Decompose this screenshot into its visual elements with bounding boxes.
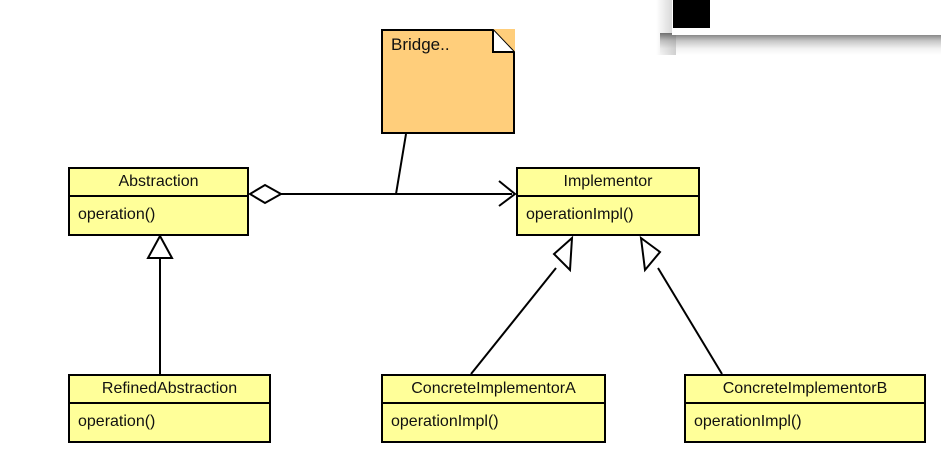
class-member-implementor: operationImpl() <box>526 206 634 223</box>
class-member-concrete-implementor-a: operationImpl() <box>391 413 499 430</box>
class-name-abstraction: Abstraction <box>70 169 247 197</box>
uml-note-bridge[interactable]: Bridge.. <box>381 29 515 134</box>
class-member-concrete-implementor-b: operationImpl() <box>694 413 802 430</box>
class-name-refined-abstraction: RefinedAbstraction <box>70 376 269 404</box>
class-member-abstraction: operation() <box>78 206 156 223</box>
generalization-triangle-icon-impl-a <box>552 235 574 273</box>
note-shape-icon <box>381 29 515 134</box>
class-name-concrete-implementor-a: ConcreteImplementorA <box>383 376 604 404</box>
generalization-triangle-icon-abstraction <box>146 233 174 259</box>
aggregation-diamond-icon <box>248 183 284 205</box>
uml-class-concrete-implementor-b[interactable]: ConcreteImplementorB operationImpl() <box>684 374 926 443</box>
overlay-panel-black-square <box>673 0 710 28</box>
edge-concreteimplementora-implementor <box>470 267 557 375</box>
generalization-triangle-icon-impl-b <box>639 235 662 273</box>
class-member-refined-abstraction: operation() <box>78 413 156 430</box>
class-name-concrete-implementor-b: ConcreteImplementorB <box>686 376 924 404</box>
note-label: Bridge.. <box>391 35 450 54</box>
edge-note-link <box>395 133 407 195</box>
overlay-panel-shadow <box>660 33 941 55</box>
edge-concreteimplementorb-implementor <box>657 267 723 375</box>
open-arrow-icon <box>498 180 517 207</box>
uml-class-abstraction[interactable]: Abstraction operation() <box>68 167 249 236</box>
uml-class-refined-abstraction[interactable]: RefinedAbstraction operation() <box>68 374 271 443</box>
uml-class-concrete-implementor-a[interactable]: ConcreteImplementorA operationImpl() <box>381 374 606 443</box>
uml-class-implementor[interactable]: Implementor operationImpl() <box>516 167 700 236</box>
overlay-panel <box>672 0 941 35</box>
class-name-implementor: Implementor <box>518 169 698 197</box>
